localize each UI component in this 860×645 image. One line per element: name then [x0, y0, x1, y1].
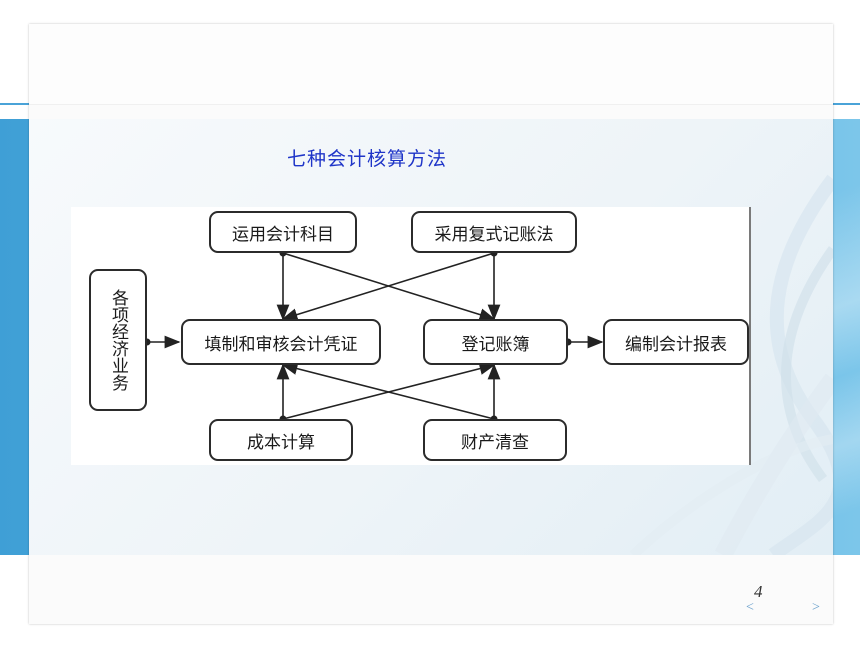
slide-title: 七种会计核算方法 — [287, 148, 448, 170]
node-use-accounts: 运用会计科目 — [209, 211, 357, 253]
slide: 七种会计核算方法 — [29, 24, 833, 624]
node-cost-calculation: 成本计算 — [209, 419, 353, 461]
diagram-border — [749, 207, 751, 465]
diagram-connectors — [143, 249, 604, 423]
chevron-right-icon[interactable]: > — [812, 600, 820, 615]
node-double-entry: 采用复式记账法 — [411, 211, 577, 253]
node-ledger: 登记账簿 — [423, 319, 568, 365]
page-number: 4 — [754, 582, 763, 601]
node-business-transactions: 各项经济业务 — [89, 269, 147, 411]
node-inventory-check: 财产清查 — [423, 419, 567, 461]
node-vouchers: 填制和审核会计凭证 — [181, 319, 381, 365]
node-financial-statements: 编制会计报表 — [603, 319, 749, 365]
chevron-left-icon[interactable]: < — [746, 600, 754, 615]
slide-header — [29, 24, 833, 105]
dna-decoration — [573, 119, 833, 555]
accounting-methods-diagram: 各项经济业务 运用会计科目 采用复式记账法 填制和审核会计凭证 登记账簿 编制会… — [71, 207, 751, 465]
